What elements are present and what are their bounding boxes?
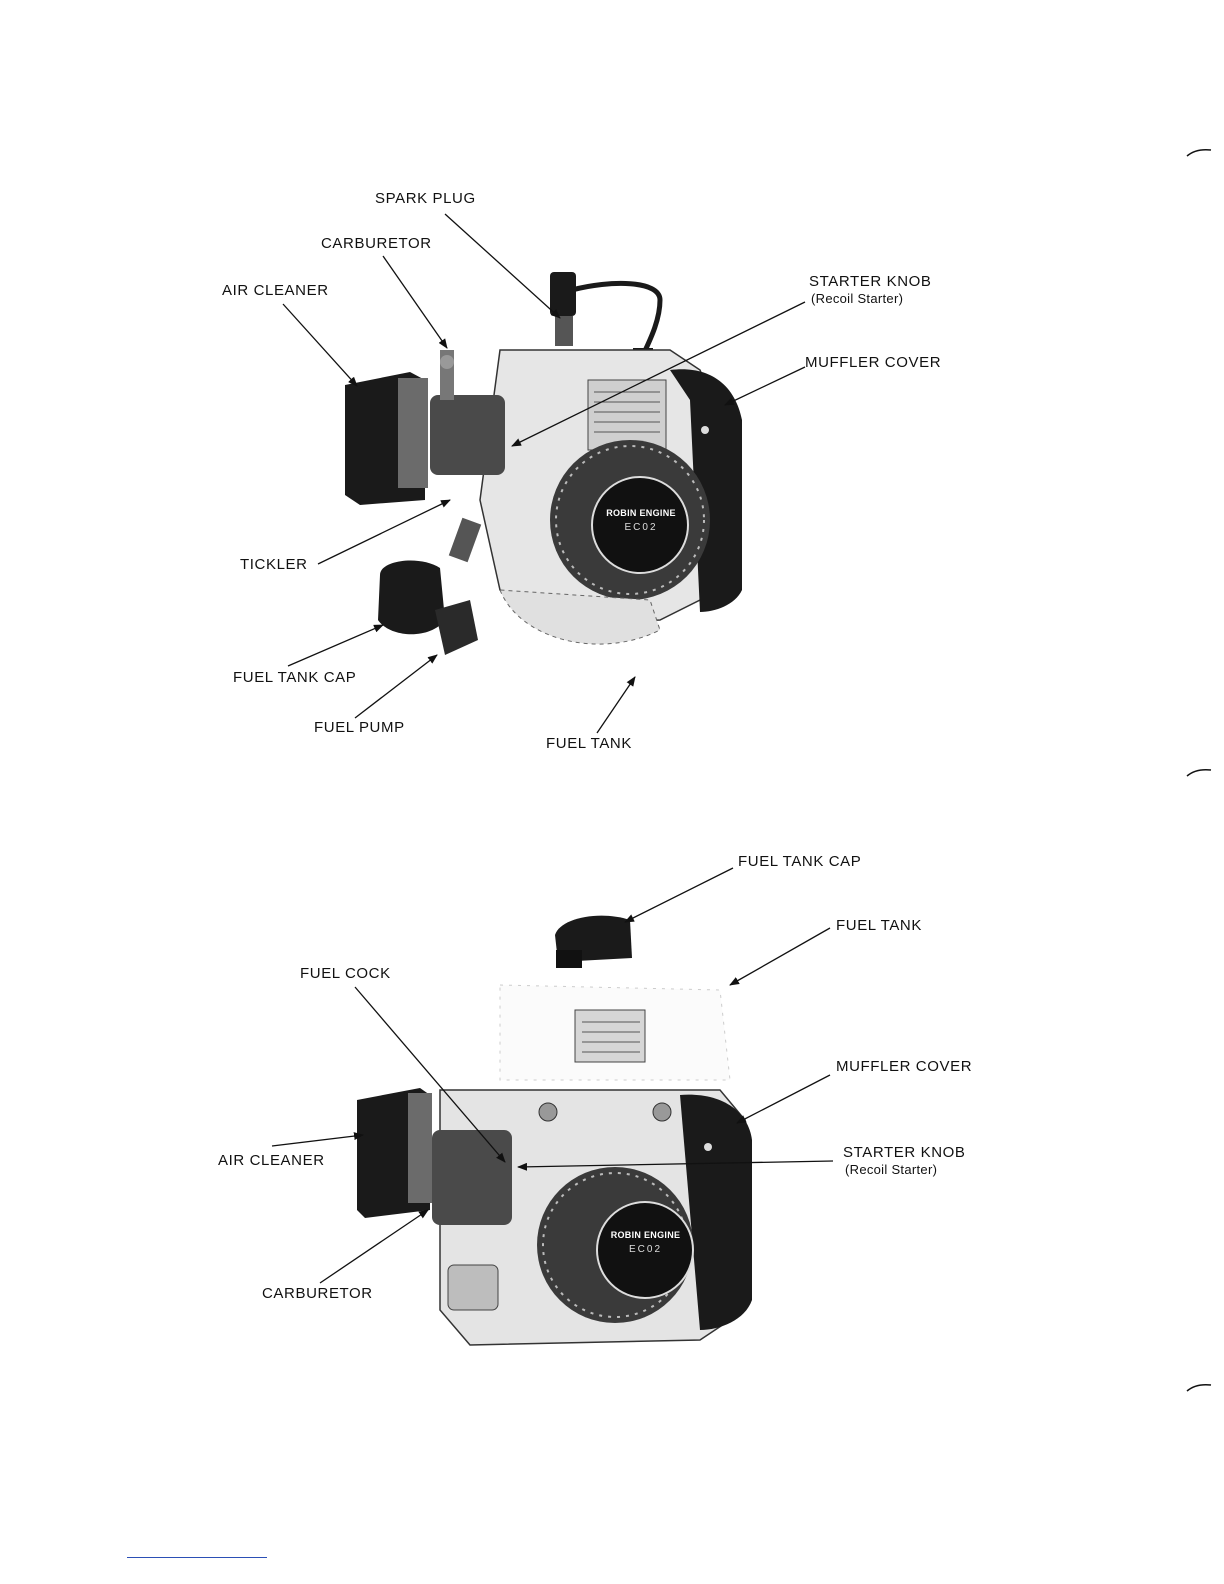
logo-model: EC02 — [598, 1244, 693, 1255]
label-fuel-pump: FUEL PUMP — [314, 719, 405, 736]
carburetor-part-top — [430, 350, 505, 475]
label-starter-knob: STARTER KNOB — [809, 273, 932, 290]
label-starter-knob-sub: (Recoil Starter) — [811, 291, 903, 306]
fuel-tank-part-bottom — [500, 985, 730, 1080]
fuel-tank-cap-part-top — [378, 518, 481, 655]
air-cleaner-part-bottom — [357, 1088, 432, 1218]
footer-rule — [127, 1557, 267, 1558]
logo-brand: ROBIN ENGINE — [596, 508, 686, 518]
label-starter-knob-sub: (Recoil Starter) — [845, 1162, 937, 1177]
label-muffler-cover: MUFFLER COVER — [805, 354, 941, 371]
engine-illustration-bottom — [0, 790, 1224, 1410]
label-carburetor: CARBURETOR — [321, 235, 432, 252]
fuel-tank-cap-part-bottom — [555, 916, 632, 968]
margin-mark — [1186, 768, 1212, 778]
label-starter-knob: STARTER KNOB — [843, 1144, 966, 1161]
label-fuel-tank: FUEL TANK — [546, 735, 632, 752]
engine-logo-bottom: ROBIN ENGINE EC02 — [598, 1230, 693, 1255]
engine-figure-top: ROBIN ENGINE EC02 SPARK PLUG CARBURETOR … — [0, 0, 1224, 790]
margin-mark — [1186, 148, 1212, 158]
label-spark-plug: SPARK PLUG — [375, 190, 476, 207]
engine-logo-top: ROBIN ENGINE EC02 — [596, 508, 686, 533]
engine-figure-bottom: ROBIN ENGINE EC02 FUEL TANK CAP FUEL TAN… — [0, 790, 1224, 1410]
air-cleaner-part-top — [345, 372, 428, 505]
label-fuel-tank: FUEL TANK — [836, 917, 922, 934]
label-fuel-tank-cap: FUEL TANK CAP — [738, 853, 861, 870]
logo-model: EC02 — [596, 522, 686, 533]
label-tickler: TICKLER — [240, 556, 308, 573]
engine-illustration-top — [0, 0, 1224, 790]
label-fuel-cock: FUEL COCK — [300, 965, 391, 982]
label-muffler-cover: MUFFLER COVER — [836, 1058, 972, 1075]
label-fuel-tank-cap: FUEL TANK CAP — [233, 669, 356, 686]
logo-brand: ROBIN ENGINE — [598, 1230, 693, 1240]
label-air-cleaner: AIR CLEANER — [218, 1152, 325, 1169]
margin-mark — [1186, 1383, 1212, 1393]
label-carburetor: CARBURETOR — [262, 1285, 373, 1302]
spark-plug-part — [550, 272, 660, 358]
label-air-cleaner: AIR CLEANER — [222, 282, 329, 299]
